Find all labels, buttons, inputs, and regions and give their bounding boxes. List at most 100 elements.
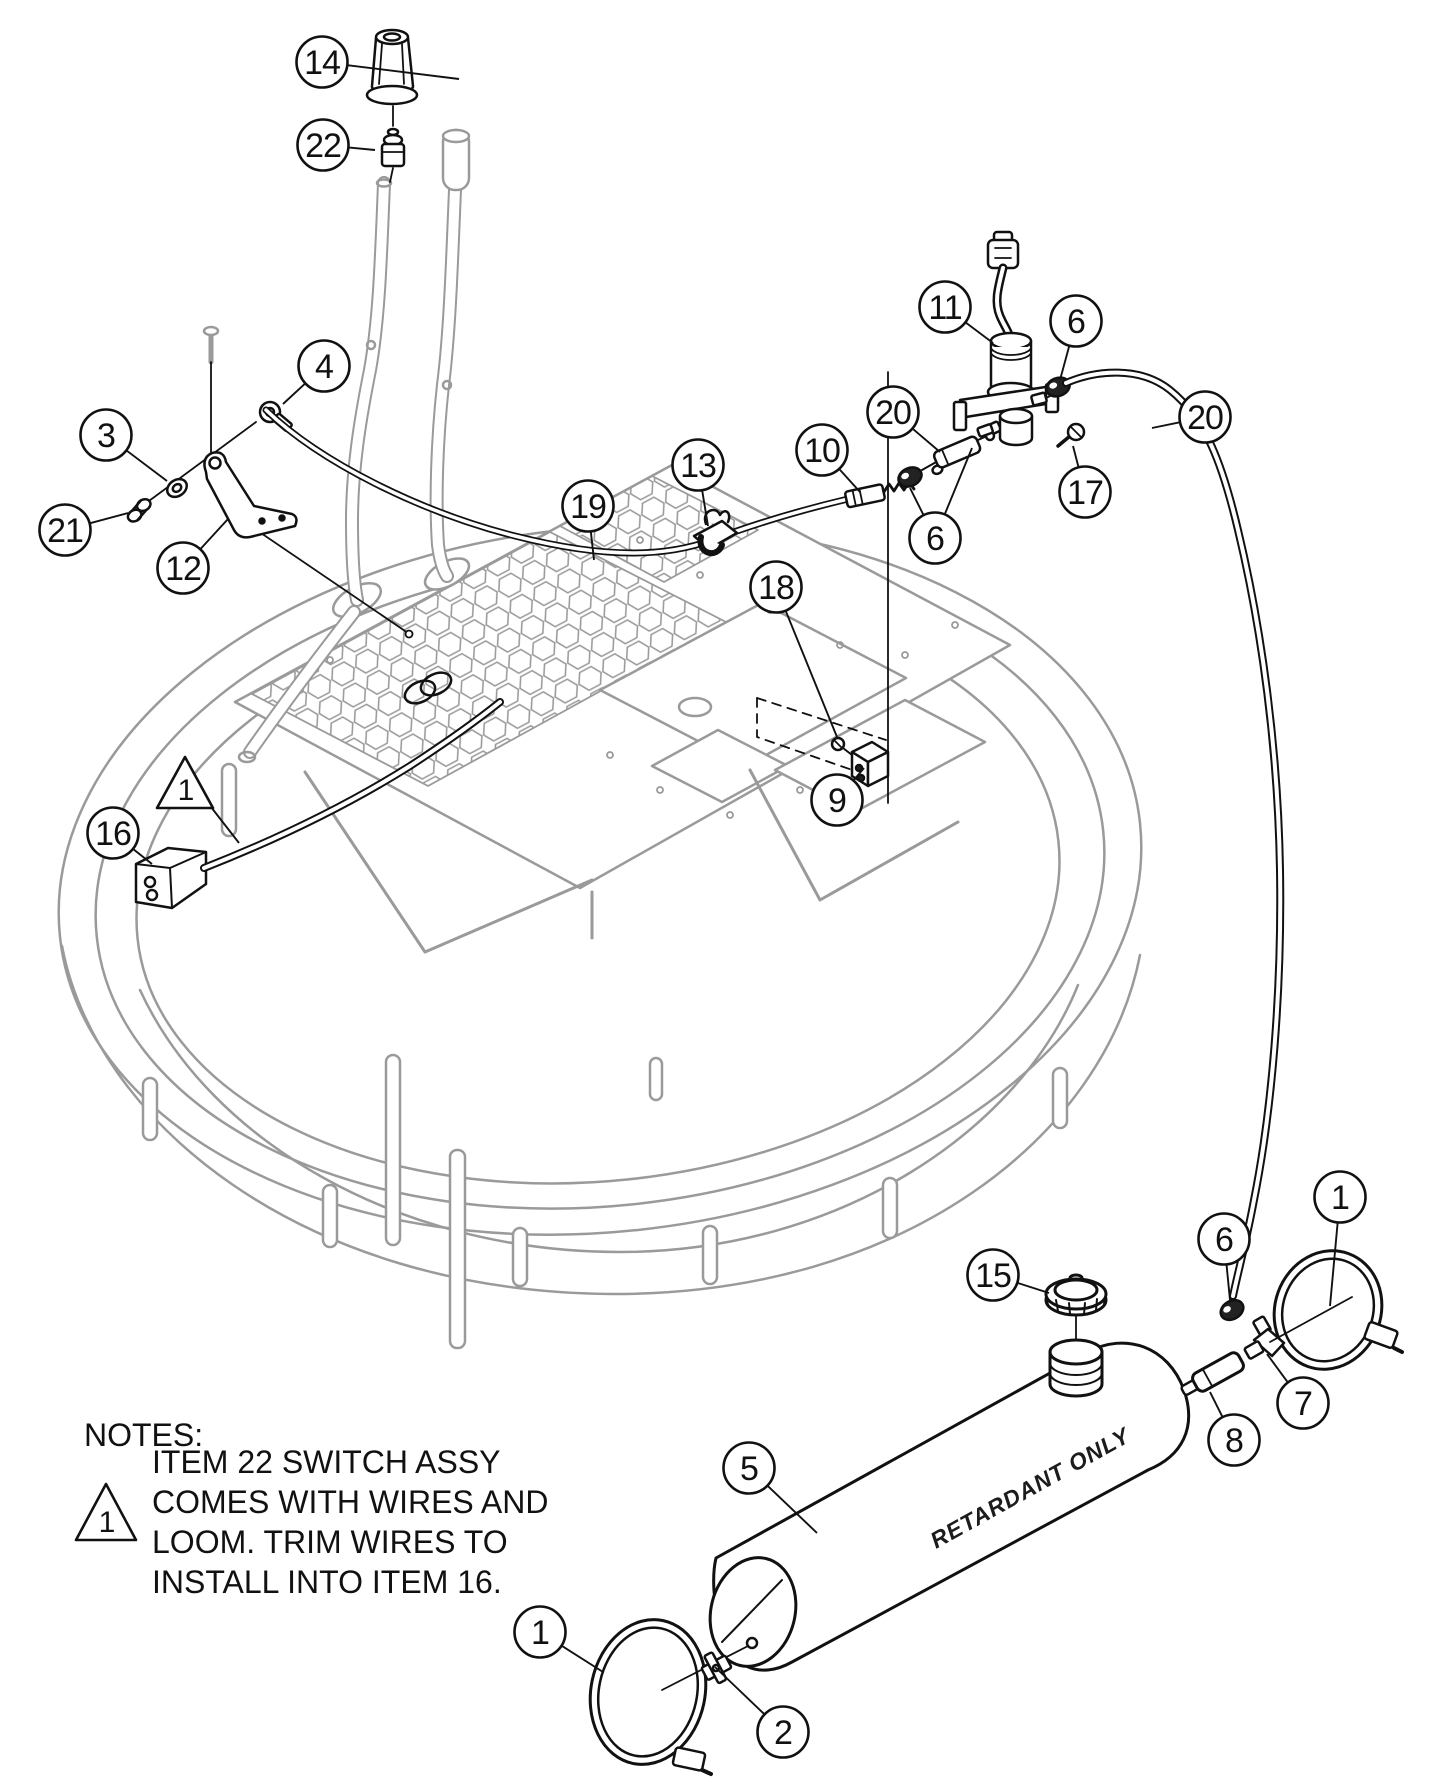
leader-line [1225,1265,1231,1301]
notes-line-4: INSTALL INTO ITEM 16. [152,1564,502,1600]
mount-screw-part [1056,422,1086,448]
callout-circle [296,118,350,172]
leader-line [200,518,229,550]
callout-number: 10 [804,432,840,470]
leader-line [965,322,994,344]
callout-15: 15 [966,1248,1050,1302]
callout-20-tube: 20 [1151,390,1232,444]
leader-line [714,1666,765,1715]
callout-10: 10 [795,423,861,493]
callout-circle [908,511,962,565]
wire-connector-part [134,846,208,910]
callout-circle [749,560,803,614]
callout-number: 8 [1225,1422,1243,1460]
callout-circle [722,1441,776,1495]
nut-part-21 [126,497,152,523]
washer-part [166,477,188,499]
callout-22: 22 [296,118,376,172]
callout-circle [756,1705,810,1759]
leader-line [1266,1353,1289,1383]
callout-circle [866,385,920,439]
notes-block: NOTES: 1 ITEM 22 SWITCH ASSY COMES WITH … [74,1417,548,1600]
leader-line [1329,1223,1339,1307]
callout-number: 5 [740,1450,758,1488]
handlebar-tubes [202,128,471,764]
callout-number: 9 [828,782,846,820]
callout-number: 14 [304,44,340,82]
hose-clamp-left [588,1618,713,1776]
callout-circle [1178,390,1232,444]
leader-line [133,848,153,865]
leader-line [589,532,595,561]
callout-11: 11 [918,280,994,344]
callout-circle [1058,465,1112,519]
callout-number: 1 [1331,1179,1349,1217]
callout-circle [79,408,133,462]
callout-9: 9 [810,767,865,827]
switch-screw-part [830,736,853,756]
elbow-fitting-part [1243,1315,1286,1360]
note-flag-number: 1 [178,774,195,807]
leader-line [839,469,861,493]
control-cable [262,406,852,557]
assembly-axis-lines [133,105,889,804]
cable-bracket-part [203,451,298,539]
callout-number: 22 [305,127,341,165]
callout-6-solenoid: 6 [1049,294,1103,381]
hose-clamp-right [1272,1249,1404,1371]
switch-bracket-part [850,740,890,788]
callout-14: 14 [295,35,460,89]
leader-line [909,487,924,515]
leader-line [90,512,129,525]
tank-neck [1048,1295,1104,1398]
leader-line [126,450,168,482]
machine-line-art [57,128,1143,1350]
callout-number: 12 [165,550,201,588]
callout-number: 1 [531,1614,549,1652]
tank-cap-part [1044,1273,1108,1317]
compression-nut-tank [1219,1298,1245,1322]
leader-line [561,1645,604,1673]
callout-circle [86,806,140,860]
leader-line [912,428,941,453]
callout-3: 3 [79,408,168,482]
switch-assy-part [380,127,406,168]
notes-flag-triangle [74,1482,138,1542]
callout-number: 16 [95,815,131,853]
solenoid-valve-part [952,230,1060,447]
leader-line [1151,421,1180,429]
callout-number: 17 [1067,474,1103,512]
leader-line [1059,346,1070,381]
tube-coupler-part [931,435,982,476]
callout-number: 18 [758,569,794,607]
callout-number: 11 [928,289,961,327]
leader-line [701,490,709,527]
callout-7: 7 [1266,1353,1330,1430]
callout-number: 7 [1294,1385,1312,1423]
leader-line [1017,1282,1050,1294]
parts-line-art [126,28,1404,1776]
callout-circle [671,438,725,492]
callout-number: 13 [680,447,716,485]
callout-circle [966,1248,1020,1302]
callout-12: 12 [156,518,229,595]
leader-line [349,146,376,151]
cage-struts [141,762,1069,1350]
callout-number: 6 [1067,303,1085,341]
leader-line [785,611,838,738]
callout-number: 20 [875,394,911,432]
callout-13: 13 [671,438,725,527]
retardant-tank-part [661,1341,1191,1691]
bracket-screw [202,325,220,365]
callout-number: 4 [315,348,333,386]
callout-number: 6 [926,520,944,558]
callout-number: 3 [97,417,115,455]
callout-18: 18 [749,560,838,738]
callout-6-cable: 6 [908,447,973,565]
callout-1-tank-left: 1 [513,1605,604,1673]
callout-circle [1276,1376,1330,1430]
leader-line [1072,445,1080,467]
notes-flag-number: 1 [99,1506,116,1539]
